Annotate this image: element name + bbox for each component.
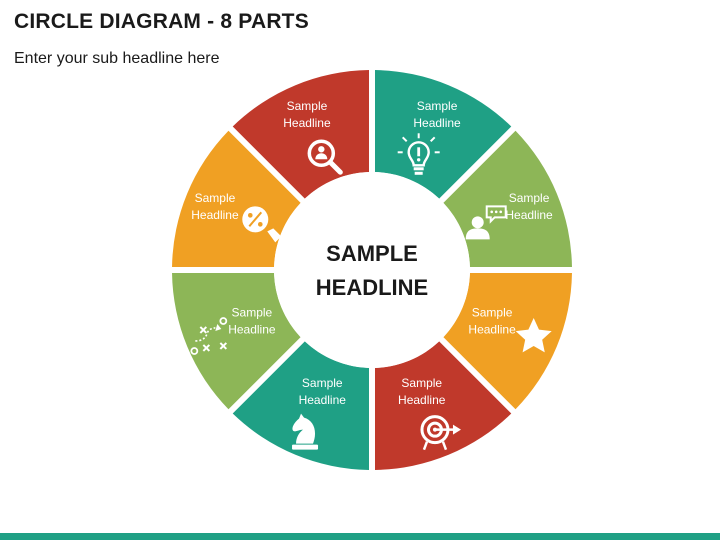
center-headline-line2: HEADLINE — [316, 275, 428, 300]
chess-knight-icon — [292, 413, 319, 450]
segment-8-label-line2: Headline — [283, 116, 331, 130]
segment-2-label-line2: Headline — [505, 208, 553, 222]
segment-7-label-line1: Sample — [195, 191, 236, 205]
segment-5-label-line1: Sample — [302, 376, 343, 390]
segment-7-label-line2: Headline — [191, 208, 239, 222]
lightbulb-icon — [397, 133, 440, 175]
strategy-play-icon — [190, 317, 228, 355]
segment-1-wedge — [374, 70, 512, 199]
segment-4-wedge — [374, 341, 512, 470]
segment-3-label-line1: Sample — [472, 306, 513, 320]
segment-3-wedge — [443, 272, 572, 410]
segment-6-wedge — [172, 272, 301, 410]
person-speech-bubble-icon — [465, 205, 507, 240]
percent-tag-icon — [242, 206, 282, 243]
star-icon — [515, 317, 552, 353]
segment-5-label-line2: Headline — [299, 393, 347, 407]
segment-6-label-line2: Headline — [228, 323, 276, 337]
center-circle — [274, 172, 470, 368]
search-person-icon — [307, 139, 343, 175]
center-headline-line1: SAMPLE — [326, 241, 418, 266]
segment-1-label-line1: Sample — [417, 99, 458, 113]
segment-4-label-line1: Sample — [401, 376, 442, 390]
segment-8-label-line1: Sample — [287, 99, 328, 113]
segment-5-wedge — [232, 341, 370, 470]
page-title: CIRCLE DIAGRAM - 8 PARTS — [14, 10, 309, 33]
segment-4-label-line2: Headline — [398, 393, 446, 407]
target-arrow-icon — [420, 415, 461, 451]
segment-2-label-line1: Sample — [509, 191, 550, 205]
segment-1-label-line2: Headline — [413, 116, 461, 130]
segment-6-label-line1: Sample — [232, 306, 273, 320]
page-subtitle: Enter your sub headline here — [14, 50, 220, 67]
segment-3-label-line2: Headline — [468, 323, 516, 337]
bottom-accent-bar — [0, 533, 720, 540]
